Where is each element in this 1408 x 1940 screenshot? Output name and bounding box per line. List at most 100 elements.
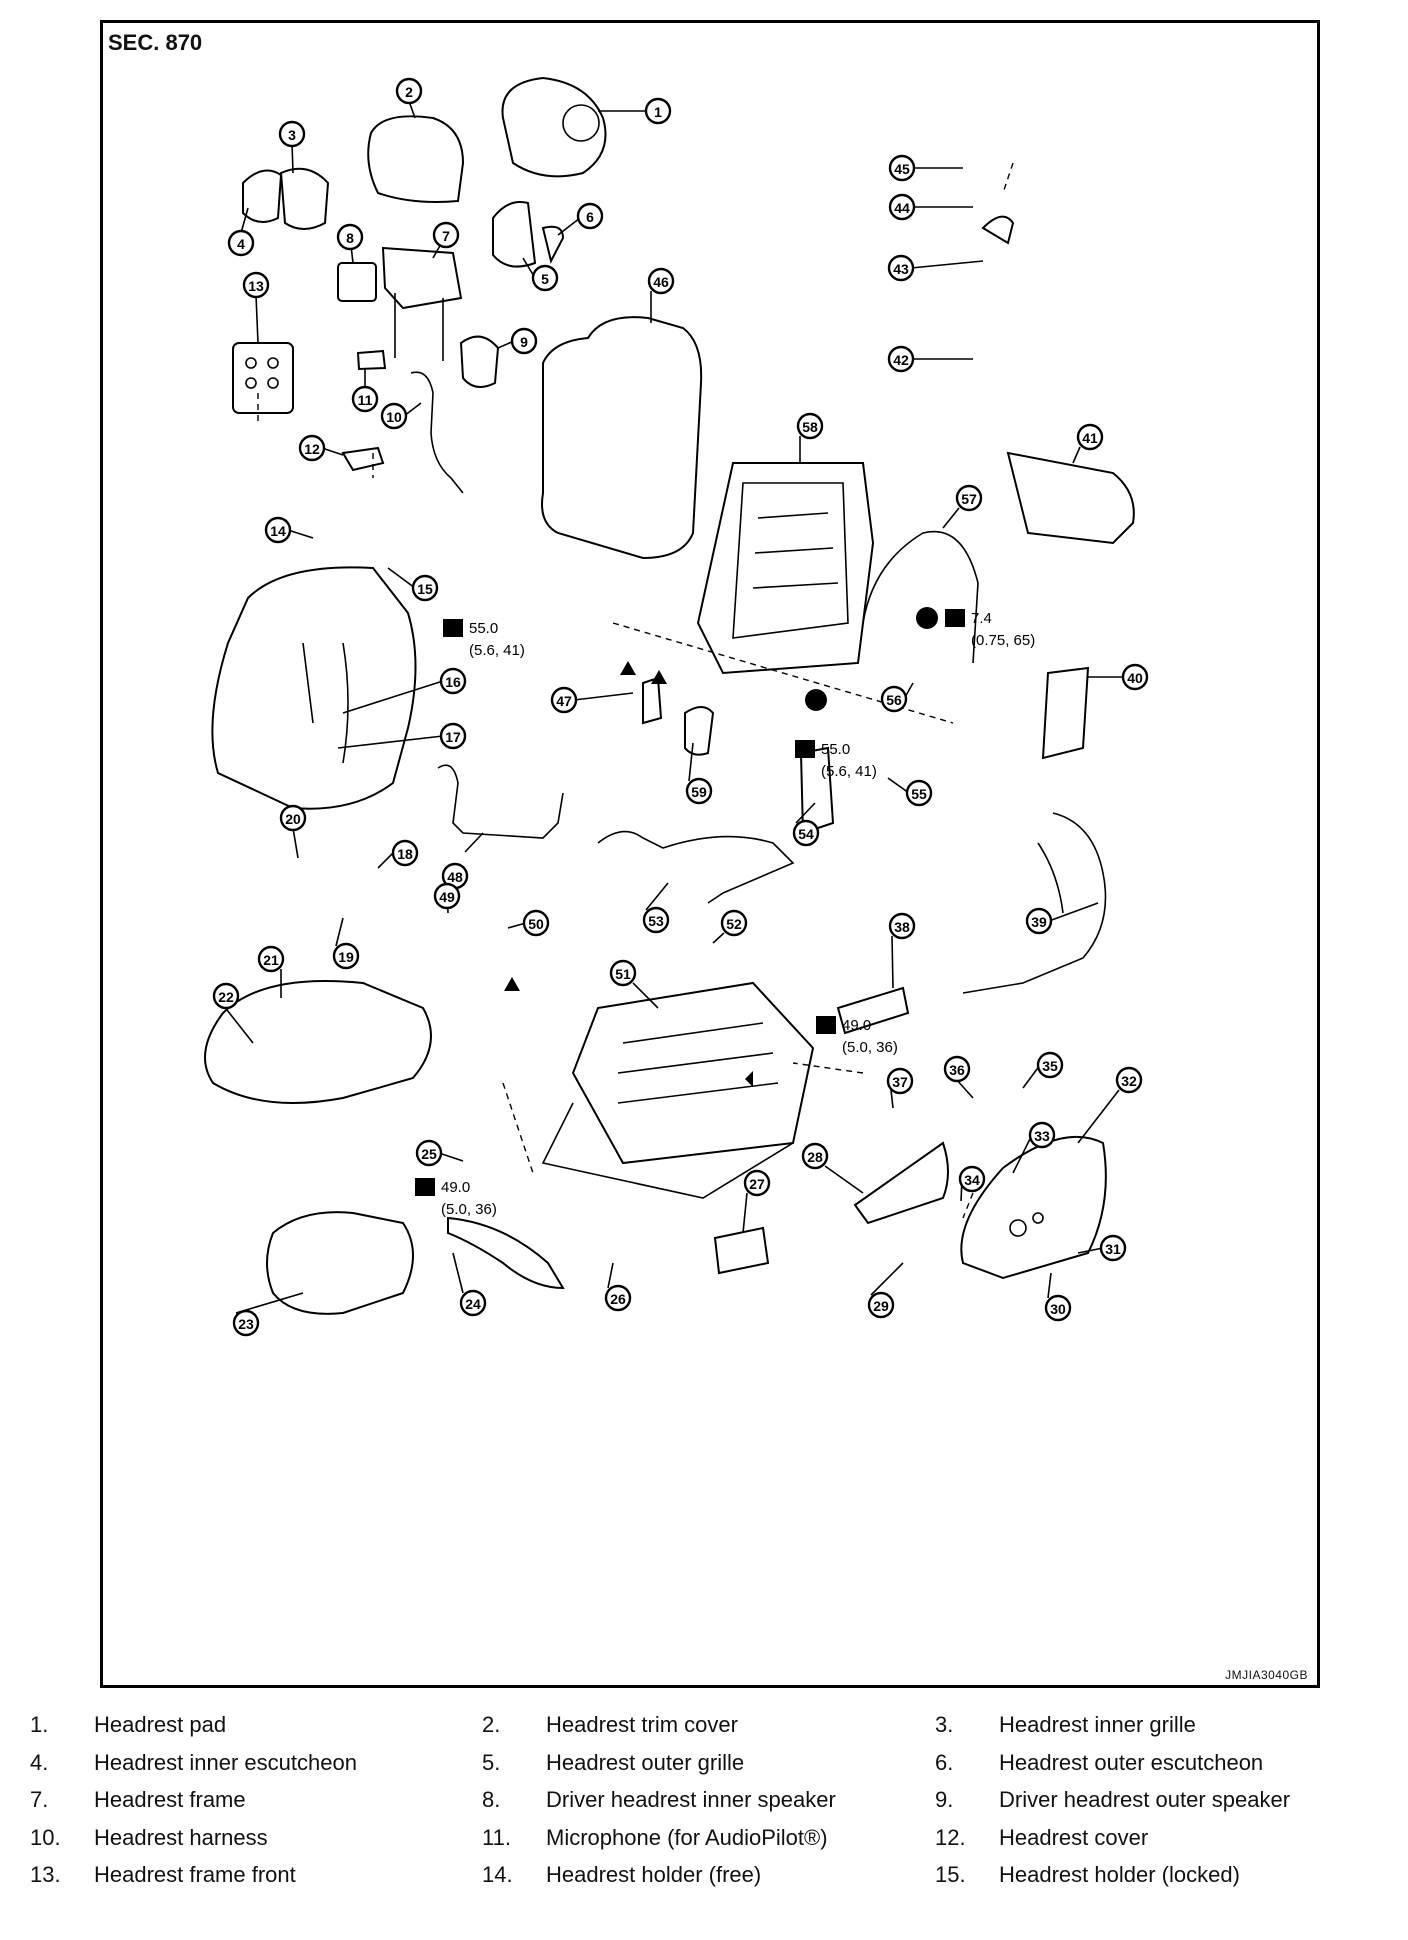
part-cushion-frame <box>541 981 815 1199</box>
legend-row: 1.Headrest pad 2.Headrest trim cover 3.H… <box>30 1712 1196 1737</box>
callout-34: 34 <box>958 1165 986 1193</box>
callout-47: 47 <box>550 686 578 714</box>
callout-label: 19 <box>338 949 354 965</box>
exploded-diagram-frame: 55.0 (5.6, 41) 55.0 (5.6, 41) 7.4 (0.75,… <box>100 20 1320 1688</box>
callout-39: 39 <box>1025 907 1053 935</box>
callout-label: 13 <box>248 278 264 294</box>
callout-numbers: 1234567891011121314151617181920212223242… <box>212 77 1149 1337</box>
callout-52: 52 <box>720 909 748 937</box>
callout-label: 11 <box>358 392 373 408</box>
callout-42: 42 <box>887 345 915 373</box>
callout-label: 55 <box>911 786 927 802</box>
callout-label: 36 <box>949 1062 965 1078</box>
callout-33: 33 <box>1028 1121 1056 1149</box>
svg-text:(5.0, 36): (5.0, 36) <box>441 1201 497 1218</box>
callout-50: 50 <box>522 909 550 937</box>
callout-label: 26 <box>610 1291 626 1307</box>
callout-label: 16 <box>445 674 461 690</box>
part-seatback-trim <box>211 566 417 810</box>
callout-29: 29 <box>867 1291 895 1319</box>
svg-text:7.4: 7.4 <box>971 610 992 627</box>
callout-41: 41 <box>1076 423 1104 451</box>
callout-58: 58 <box>796 412 824 440</box>
callout-label: 25 <box>421 1146 437 1162</box>
part-driver-headrest-outer-speaker <box>459 335 500 388</box>
callout-label: 44 <box>894 200 910 216</box>
svg-text:55.0: 55.0 <box>821 741 850 758</box>
callout-label: 22 <box>218 989 234 1005</box>
callout-12: 12 <box>298 434 326 462</box>
callout-label: 2 <box>405 84 413 100</box>
callout-30: 30 <box>1044 1294 1072 1322</box>
callout-26: 26 <box>604 1284 632 1312</box>
callout-label: 52 <box>726 916 742 932</box>
callout-10: 10 <box>380 402 408 430</box>
callout-label: 45 <box>894 161 910 177</box>
callout-38: 38 <box>888 912 916 940</box>
callout-label: 23 <box>238 1316 254 1332</box>
callout-label: 51 <box>615 966 631 982</box>
callout-label: 34 <box>964 1172 980 1188</box>
legend-row: 13.Headrest frame front 14.Headrest hold… <box>30 1862 1240 1887</box>
callout-label: 59 <box>691 784 707 800</box>
callout-label: 3 <box>288 127 296 143</box>
callout-3: 3 <box>278 120 306 148</box>
svg-text:49.0: 49.0 <box>842 1017 871 1034</box>
part-seatback-frame <box>696 462 875 675</box>
callout-5: 5 <box>531 264 559 292</box>
callout-label: 20 <box>285 811 301 827</box>
part-headrest-trim-cover <box>367 115 465 203</box>
callout-label: 29 <box>873 1298 889 1314</box>
callout-35: 35 <box>1036 1051 1064 1079</box>
part-headrest-frame-front <box>232 342 294 414</box>
callout-24: 24 <box>459 1289 487 1317</box>
svg-text:(5.0, 36): (5.0, 36) <box>842 1039 898 1056</box>
part-seat-memory-unit <box>713 1226 770 1275</box>
callout-label: 47 <box>556 693 572 709</box>
torque-spec-55-left: 55.0 (5.6, 41) <box>443 619 525 659</box>
callout-4: 4 <box>227 229 255 257</box>
callout-label: 8 <box>346 230 354 246</box>
callout-22: 22 <box>212 982 240 1010</box>
part-seatback-pad <box>541 316 703 560</box>
part-headrest-outer-grille <box>492 201 537 268</box>
callout-54: 54 <box>792 819 820 847</box>
svg-text:(5.6, 41): (5.6, 41) <box>821 763 877 780</box>
callout-label: 56 <box>886 692 902 708</box>
callout-label: 32 <box>1121 1073 1137 1089</box>
callout-1: 1 <box>644 97 672 125</box>
part-headrest-harness <box>410 371 464 494</box>
do-not-reuse-icon <box>805 689 827 711</box>
callout-label: 1 <box>654 104 662 120</box>
callout-label: 37 <box>892 1074 908 1090</box>
callout-44: 44 <box>888 193 916 221</box>
callout-label: 5 <box>541 271 549 287</box>
callout-49: 49 <box>433 882 461 910</box>
callout-57: 57 <box>955 484 983 512</box>
callout-label: 28 <box>807 1149 823 1165</box>
callout-21: 21 <box>257 945 285 973</box>
callout-label: 9 <box>520 334 528 350</box>
part-power-seat-switch-cover <box>853 1141 949 1225</box>
callout-label: 17 <box>445 729 461 745</box>
callout-51: 51 <box>609 959 637 987</box>
callout-36: 36 <box>943 1055 971 1083</box>
part-driver-headrest-inner-speaker <box>337 262 377 302</box>
svg-text:55.0: 55.0 <box>469 620 498 637</box>
callout-19: 19 <box>332 942 360 970</box>
callout-label: 10 <box>386 409 402 425</box>
callout-32: 32 <box>1115 1066 1143 1094</box>
callout-31: 31 <box>1099 1234 1127 1262</box>
part-inner-cover <box>836 986 910 1035</box>
callout-15: 15 <box>411 574 439 602</box>
svg-text:(5.6, 41): (5.6, 41) <box>469 642 525 659</box>
callout-label: 41 <box>1082 430 1098 446</box>
callout-28: 28 <box>801 1142 829 1170</box>
callout-43: 43 <box>887 254 915 282</box>
callout-label: 43 <box>893 261 909 277</box>
callout-label: 58 <box>802 419 818 435</box>
part-main-harness <box>962 812 1107 994</box>
callout-11: 11 <box>351 385 379 413</box>
part-headrest-cover-back <box>981 215 1015 245</box>
legend-row: 10.Headrest harness 11.Microphone (for A… <box>30 1824 1149 1850</box>
